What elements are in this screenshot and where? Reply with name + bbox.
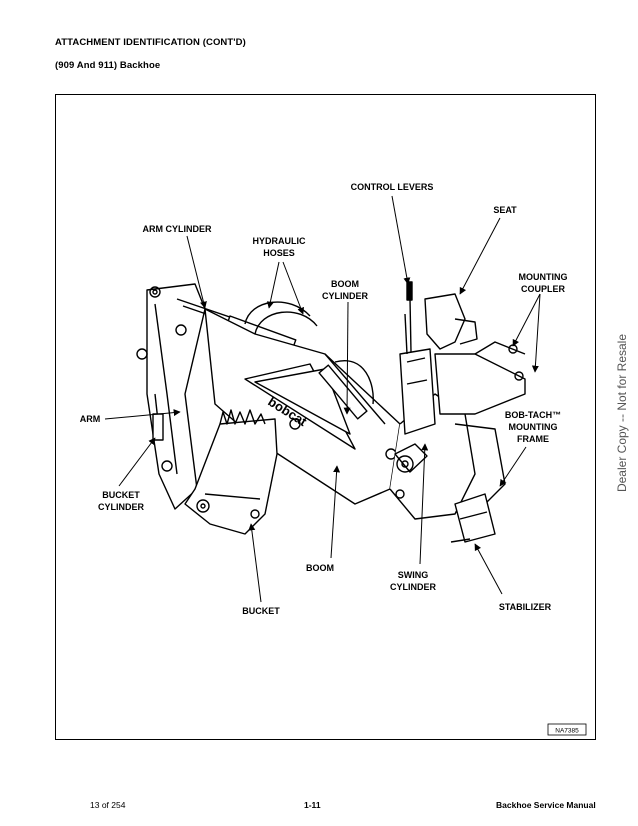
label-hydraulic: HYDRAULIC	[253, 236, 306, 246]
label-boom: BOOM	[306, 563, 334, 573]
label-boom-cylinder-2: CYLINDER	[322, 291, 369, 301]
page-title: ATTACHMENT IDENTIFICATION (CONT'D)	[55, 37, 246, 48]
page-count: 13 of 254	[90, 800, 126, 810]
label-arm-cylinder: ARM CYLINDER	[143, 224, 212, 234]
manual-title: Backhoe Service Manual	[496, 800, 596, 810]
label-bucket-cylinder-1: BUCKET	[102, 490, 140, 500]
label-frame: FRAME	[517, 434, 549, 444]
label-swing: SWING	[398, 570, 429, 580]
watermark: Dealer Copy -- Not for Resale	[615, 333, 629, 493]
backhoe-diagram: bobcat	[80, 182, 587, 736]
label-bucket-cylinder-2: CYLINDER	[98, 502, 145, 512]
page-number: 1-11	[304, 800, 321, 810]
label-bobtach-mounting: MOUNTING	[509, 422, 558, 432]
page-subtitle: (909 And 911) Backhoe	[55, 60, 161, 71]
label-mounting: MOUNTING	[519, 272, 568, 282]
figure-code-box	[547, 723, 587, 736]
label-bobtach: BOB-TACH™	[505, 410, 561, 420]
figure-frame	[55, 94, 596, 740]
label-control-levers: CONTROL LEVERS	[351, 182, 434, 192]
label-coupler: COUPLER	[521, 284, 566, 294]
label-swing-cylinder: CYLINDER	[390, 582, 437, 592]
figure-code: NA7385	[555, 728, 579, 735]
label-bucket: BUCKET	[242, 606, 280, 616]
backhoe-drawing: bobcat	[136, 281, 526, 543]
label-hoses: HOSES	[263, 248, 295, 258]
leader-arrows	[104, 195, 541, 603]
label-seat: SEAT	[493, 205, 517, 215]
label-arm: ARM	[80, 414, 101, 424]
label-boom-cylinder-1: BOOM	[331, 279, 359, 289]
label-stabilizer: STABILIZER	[499, 602, 552, 612]
